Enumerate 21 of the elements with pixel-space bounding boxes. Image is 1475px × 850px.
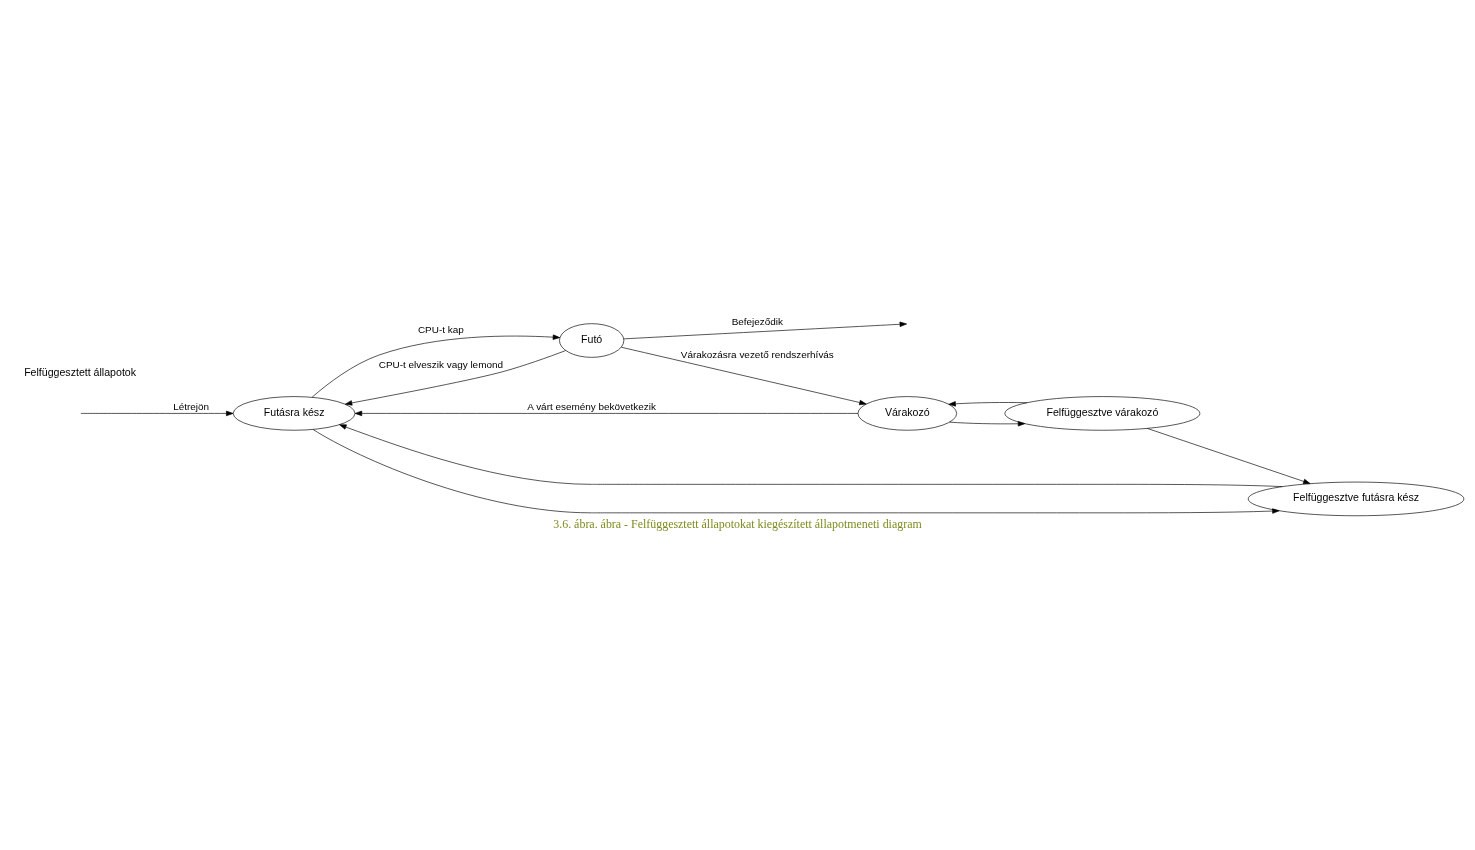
arrow	[312, 428, 1280, 514]
arrow	[311, 334, 561, 397]
edge-label: CPU-t elveszik vagy lemond	[378, 358, 504, 370]
arrow	[1146, 427, 1311, 484]
arrow	[80, 410, 234, 416]
edge-label: CPU-t kap	[417, 323, 464, 335]
arrow	[621, 346, 867, 405]
node-ellipse: Felfüggesztve várakozó	[1004, 395, 1201, 431]
arrow	[354, 410, 859, 416]
arrow	[948, 400, 1028, 406]
edge-label: Várakozásra vezető rendszerhívás	[680, 348, 834, 360]
caption: 3.6. ábra. ábra - Felfüggesztett állapotokat kiegészített állapotmeneti diagram	[553, 516, 922, 531]
arrow	[339, 423, 1283, 487]
arrow	[344, 349, 566, 406]
edge-label: A várt esemény bekövetkezik	[527, 400, 657, 412]
label: Felfüggesztett állapotok	[24, 365, 137, 378]
edge-label: Létrejön	[173, 400, 210, 412]
node-ellipse: Futó	[559, 322, 625, 358]
arrow	[949, 420, 1026, 426]
arrow	[623, 321, 907, 339]
edge-label: Befejeződik	[731, 315, 784, 327]
